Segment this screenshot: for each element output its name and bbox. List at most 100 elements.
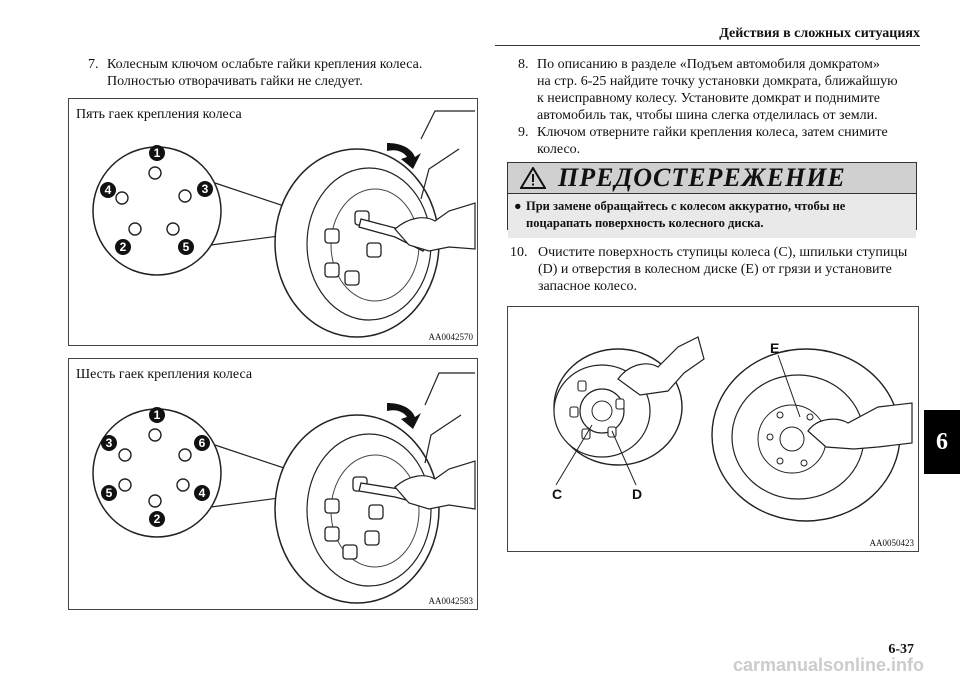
warning-box: ПРЕДОСТЕРЕЖЕНИЕ ● При замене обращайтесь… <box>507 162 917 238</box>
step-text-line: на стр. 6-25 найдите точку установки дом… <box>537 74 898 89</box>
label-c: C <box>552 486 562 502</box>
step-number: 7. <box>88 57 99 72</box>
warning-text-line: поцарапать поверхность колесного диска. <box>526 216 764 230</box>
step-number: 9. <box>518 125 529 140</box>
hub-cleaning-illustration: C D E <box>552 336 913 522</box>
hand-with-cloth <box>807 402 913 450</box>
wheel-stud <box>569 406 579 418</box>
five-nuts-illustration: 1 4 3 2 5 <box>92 110 476 338</box>
stud-hole <box>148 428 162 442</box>
leader-line-c <box>555 424 593 486</box>
rotation-arrow-icon <box>387 403 421 429</box>
nut-number: 2 <box>120 240 127 254</box>
nut-number-badge <box>178 239 194 255</box>
stud-hole <box>178 448 192 462</box>
lug-hole <box>776 457 784 465</box>
stud-hole <box>118 448 132 462</box>
nut-number: 2 <box>154 512 161 526</box>
stud-hole <box>128 222 142 236</box>
arm <box>420 110 475 200</box>
nut-number-badge <box>194 485 210 501</box>
nut-number-badge <box>115 239 131 255</box>
step-7: 7. Колесным ключом ослабьте гайки крепле… <box>88 56 488 90</box>
six-nuts-illustration: 1 3 6 5 4 2 <box>92 372 476 604</box>
hand-with-cloth <box>617 336 705 396</box>
lug-nut <box>324 498 340 514</box>
step-text-line: колесо. <box>537 142 581 157</box>
figure-caption: Пять гаек крепления колеса <box>76 107 242 122</box>
figure-five-nuts: Пять гаек крепления колеса 1 4 3 2 5 <box>68 98 478 346</box>
page-header-title: Действия в сложных ситуациях <box>719 26 920 41</box>
rotation-arrow-icon <box>387 143 421 169</box>
hand <box>394 202 476 252</box>
nut-number: 1 <box>154 146 161 160</box>
warning-triangle-icon <box>520 167 546 189</box>
stud-hole <box>118 478 132 492</box>
lug-nut <box>324 262 340 278</box>
warning-title: ПРЕДОСТЕРЕЖЕНИЕ <box>558 163 846 192</box>
stud-hole <box>178 189 192 203</box>
figure-code: AA0042570 <box>428 332 474 342</box>
nut-number: 3 <box>202 182 209 196</box>
nut-number-badge <box>149 511 165 527</box>
nut-number-badge <box>101 485 117 501</box>
stud-hole <box>115 191 129 205</box>
step-text-line: По описанию в разделе «Подъем автомобиля… <box>537 57 880 72</box>
nut-number: 6 <box>199 436 206 450</box>
warning-text: ● При замене обращайтесь с колесом аккур… <box>508 194 916 238</box>
step-text-line: автомобиль так, чтобы шина слегка отдели… <box>537 108 878 123</box>
nut-number-badge <box>149 407 165 423</box>
label-e: E <box>770 340 779 356</box>
nut-number-badge <box>197 181 213 197</box>
header-rule <box>495 45 920 46</box>
nut-number: 3 <box>106 436 113 450</box>
nut-number-badge <box>149 145 165 161</box>
figure-six-nuts: Шесть гаек крепления колеса 1 3 6 5 4 2 <box>68 358 478 610</box>
wheel-stud <box>615 398 625 410</box>
figure-code: AA0050423 <box>869 538 915 548</box>
bullet-icon: ● <box>514 199 522 213</box>
lug-nut <box>344 270 360 286</box>
warning-header: ПРЕДОСТЕРЕЖЕНИЕ <box>508 163 916 194</box>
step-text-line: Ключом отверните гайки крепления колеса,… <box>537 125 888 140</box>
step-text-line: к неисправному колесу. Установите домкра… <box>537 91 880 106</box>
warning-text-line: При замене обращайтесь с колесом аккурат… <box>526 199 846 213</box>
step-number: 8. <box>518 57 529 72</box>
nut-number: 4 <box>105 183 112 197</box>
step-text-line: Колесным ключом ослабьте гайки крепления… <box>107 57 423 72</box>
nut-number: 4 <box>199 486 206 500</box>
watermark: carmanualsonline.info <box>732 655 924 675</box>
lug-hole <box>776 411 784 419</box>
lug-nut <box>364 530 380 546</box>
wheel-stud <box>577 380 587 392</box>
step-text-line: запасное колесо. <box>538 279 638 294</box>
stud-hole <box>166 222 180 236</box>
nut-number-badge <box>194 435 210 451</box>
page-number: 6-37 <box>888 642 914 657</box>
nut-number: 5 <box>183 240 190 254</box>
hand <box>394 460 476 510</box>
leader-line-e <box>777 354 801 418</box>
arm <box>424 372 475 464</box>
step-9: 9. Ключом отверните гайки крепления коле… <box>518 124 918 158</box>
stud-hole <box>148 494 162 508</box>
step-10: 10. Очистите поверхность ступицы колеса … <box>510 244 920 296</box>
nut-number: 1 <box>154 408 161 422</box>
figure-caption: Шесть гаек крепления колеса <box>76 367 253 382</box>
nut-number-badge <box>100 182 116 198</box>
stud-hole <box>176 478 190 492</box>
step-text-line: Очистите поверхность ступицы колеса (C),… <box>538 245 908 260</box>
lug-hole <box>806 413 814 421</box>
lug-hole <box>800 459 808 467</box>
lug-nut <box>342 544 358 560</box>
step-8: 8. По описанию в разделе «Подъем автомоб… <box>518 56 918 124</box>
lug-hole <box>766 433 774 441</box>
chapter-tab: 6 <box>924 410 960 474</box>
figure-code: AA0042583 <box>428 596 474 606</box>
stud-hole <box>148 166 162 180</box>
lug-nut <box>324 526 340 542</box>
figure-hub-cleaning: C D E AA0050423 <box>507 306 919 552</box>
lug-nut <box>368 504 384 520</box>
nut-number-badge <box>101 435 117 451</box>
leader-line-d <box>611 430 637 486</box>
